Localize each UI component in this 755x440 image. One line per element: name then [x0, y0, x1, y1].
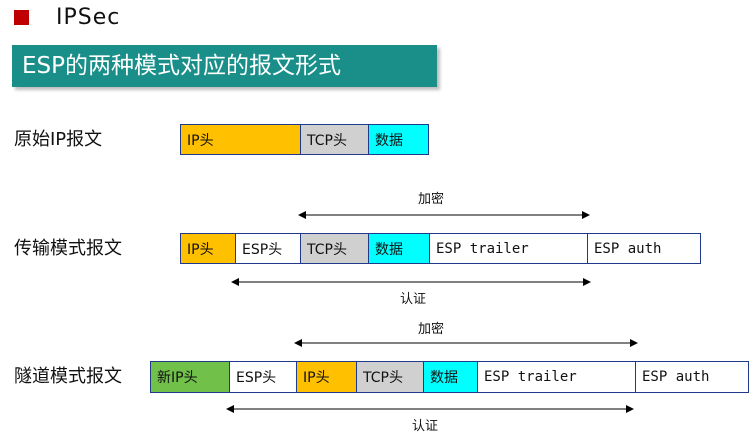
heading: IPSec [56, 5, 121, 30]
encrypt-label-transport: 加密 [418, 192, 445, 207]
auth-arrow-tunnel [226, 405, 634, 413]
segment-esp-trailer: ESP trailer [477, 361, 636, 393]
row-label-transport: 传输模式报文 [14, 238, 122, 259]
auth-arrow-transport [231, 278, 591, 286]
segment-esp-header: ESP头 [235, 233, 301, 264]
segment-tcp-header: TCP头 [300, 233, 369, 264]
segment-ip-header: IP头 [180, 124, 301, 155]
segment-tcp-header: TCP头 [356, 361, 424, 393]
row-label-tunnel: 隧道模式报文 [14, 366, 122, 387]
encrypt-label-tunnel: 加密 [418, 322, 445, 337]
row-label-original: 原始IP报文 [14, 129, 103, 150]
encrypt-arrow-tunnel [294, 339, 638, 347]
segment-data: 数据 [423, 361, 478, 393]
segment-ip-header: IP头 [180, 233, 236, 264]
segment-esp-auth: ESP auth [587, 233, 701, 264]
segment-esp-header: ESP头 [229, 361, 297, 393]
auth-label-tunnel: 认证 [412, 419, 439, 434]
auth-label-transport: 认证 [400, 292, 427, 307]
bullet-square-icon [14, 10, 29, 25]
segment-data: 数据 [368, 233, 430, 264]
segment-esp-auth: ESP auth [635, 361, 749, 393]
banner-title: ESP的两种模式对应的报文形式 [12, 45, 437, 87]
encrypt-arrow-transport [298, 211, 590, 219]
segment-esp-trailer: ESP trailer [429, 233, 588, 264]
segment-tcp-header: TCP头 [300, 124, 369, 155]
segment-new-ip-header: 新IP头 [150, 361, 230, 393]
segment-data: 数据 [368, 124, 429, 155]
segment-ip-header: IP头 [296, 361, 357, 393]
